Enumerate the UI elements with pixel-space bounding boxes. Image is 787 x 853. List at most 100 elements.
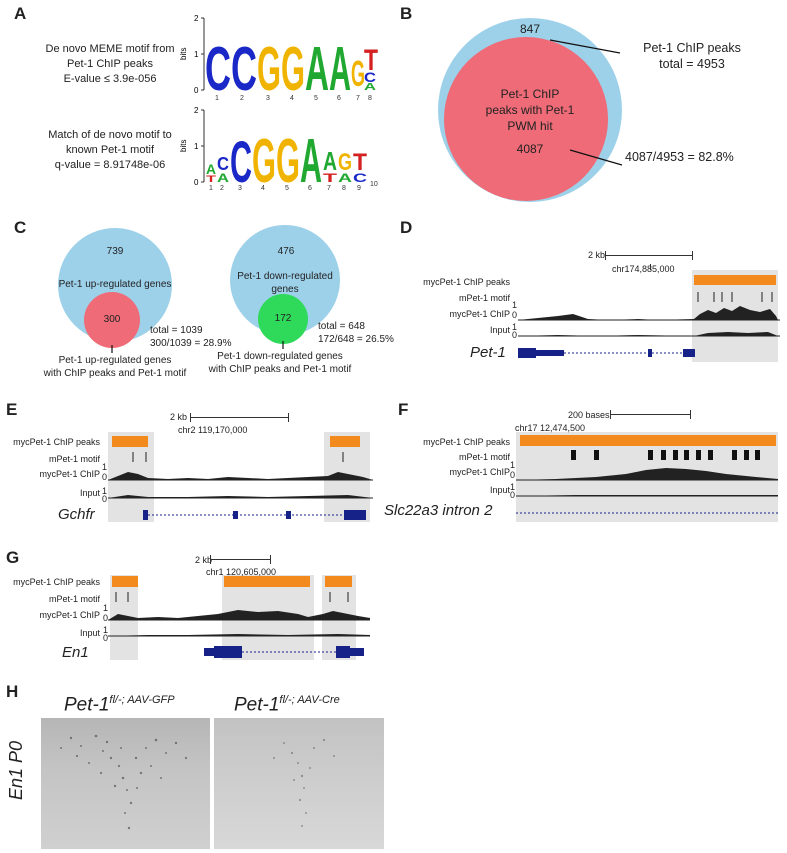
- logo1-desc-line3: E-value ≤ 3.9e-056: [63, 73, 157, 85]
- logo1-base-C1: C: [205, 35, 231, 104]
- coordinate-tick: [650, 264, 651, 270]
- venn-c-down-outer-label-2: genes: [271, 284, 299, 295]
- logo2-ytick-0: 0: [194, 178, 199, 187]
- condition-right-gene: Pet-1: [234, 694, 280, 716]
- logo1-pos: 2: [240, 95, 244, 102]
- logo1-ytick-0: 0: [194, 86, 199, 95]
- logo2-axis-label: bits: [179, 140, 188, 152]
- venn-c-down-outer-label-1: Pet-1 down-regulated: [237, 271, 333, 282]
- scale-1: 1: [510, 482, 516, 492]
- track-label-input: Input: [79, 488, 100, 498]
- track-label-peaks: mycPet-1 ChIP peaks: [13, 577, 100, 587]
- panel-g-label: G: [6, 548, 20, 567]
- venn-b-inner-label-3: PWM hit: [507, 119, 553, 133]
- venn-c-down-caption: Pet-1 down-regulated genes with ChIP pea…: [190, 350, 370, 376]
- logo2-desc-line2: known Pet-1 motif: [65, 144, 155, 156]
- condition-right-sup: fl/-; AAV-Cre: [279, 694, 340, 706]
- condition-left-sup: fl/-; AAV-GFP: [109, 694, 175, 706]
- venn-b-inner-label-1: Pet-1 ChIP: [500, 87, 560, 101]
- panel-e-label: E: [6, 400, 18, 419]
- logo1-pos: 8: [368, 95, 372, 102]
- scale-label: 2 kb: [588, 250, 606, 260]
- chip-peak-bar: [330, 436, 360, 447]
- venn-b-inner-count: 4087: [516, 142, 544, 156]
- logo1-base-C8: C: [364, 69, 376, 85]
- callout-total-line2: total = 4953: [659, 57, 725, 71]
- micrograph-gfp-texture: [60, 734, 188, 830]
- panel-f-label: F: [398, 400, 409, 419]
- venn-c-up-outer-label: Pet-1 up-regulated genes: [58, 279, 172, 290]
- logo2-pos: 3: [238, 185, 242, 190]
- logo2-pos: 7: [327, 185, 331, 190]
- logo2-base: C: [230, 130, 252, 190]
- scale-0: 0: [103, 633, 109, 643]
- condition-left-gene: Pet-1: [64, 694, 110, 716]
- scale-bar: [610, 414, 690, 415]
- panel-b-label: B: [400, 4, 413, 23]
- scale-0: 0: [102, 494, 108, 504]
- scale-bar-tick: [690, 410, 691, 419]
- logo1-ytick-1: 1: [194, 50, 199, 59]
- venn-b-inner-label: Pet-1 ChIP peaks with Pet-1 PWM hit: [455, 86, 605, 134]
- scale-0: 0: [510, 470, 516, 480]
- venn-b: [438, 18, 623, 202]
- venn-c-up-caption: Pet-1 up-regulated genes with ChIP peaks…: [30, 354, 200, 380]
- track-label-chip: mycPet-1 ChIP: [449, 309, 510, 319]
- logo1-pos: 1: [215, 95, 219, 102]
- track-label-input: Input: [489, 485, 510, 495]
- scale-1: 1: [512, 322, 518, 332]
- venn-c-up-percent: 300/1039 = 28.9%: [150, 338, 232, 349]
- scale-1: 1: [510, 460, 516, 470]
- logo1-base-T8: T: [364, 44, 378, 77]
- scale-bar-tick: [270, 555, 271, 564]
- callout-total: Pet-1 ChIP peaks total = 4953: [622, 40, 762, 72]
- track-label-chip: mycPet-1 ChIP: [39, 610, 100, 620]
- track-label-motif: mPet-1 motif: [48, 454, 100, 464]
- side-label: En1 P0: [6, 740, 26, 800]
- scale-0: 0: [512, 310, 518, 320]
- scale-bar-tick: [210, 555, 211, 564]
- venn-c-down-percent: 172/648 = 26.5%: [318, 334, 394, 345]
- chip-peak-bar: [112, 576, 138, 587]
- venn-c-up-inner-count: 300: [103, 314, 121, 325]
- track-label-input: Input: [489, 325, 510, 335]
- scale-label: 2 kb: [195, 555, 213, 565]
- scale-0: 0: [103, 613, 109, 623]
- coordinate-label: chr17 12,474,500: [515, 423, 586, 433]
- logo2-base: A: [206, 161, 216, 177]
- chip-peak-bar: [694, 275, 776, 285]
- callout-line-2: [569, 149, 623, 166]
- micrograph-gfp: [41, 718, 210, 849]
- scale-bar: [190, 417, 288, 418]
- scale-label: 200 bases: [568, 410, 610, 420]
- track-label-motif: mPet-1 motif: [48, 594, 100, 604]
- chip-peak-bar: [520, 435, 776, 446]
- scale-1: 1: [103, 603, 109, 613]
- chip-peak-bar: [224, 576, 310, 587]
- venn-c-up-caption-2: with ChIP peaks and Pet-1 motif: [43, 368, 187, 379]
- track-label-chip: mycPet-1 ChIP: [39, 469, 100, 479]
- logo1-pos: 6: [337, 95, 341, 102]
- logo2-description: Match of de novo motif to known Pet-1 mo…: [20, 128, 200, 173]
- scale-1: 1: [512, 300, 518, 310]
- venn-c-down-outer: [230, 225, 340, 335]
- logo2-pos: 8: [342, 185, 346, 190]
- track-label-peaks: mycPet-1 ChIP peaks: [423, 277, 510, 287]
- logo2-base: G: [252, 127, 276, 190]
- logo2-base: A: [323, 146, 337, 176]
- coordinate-label: chr174,885,000: [612, 264, 675, 274]
- scale-bar-tick: [190, 413, 191, 422]
- logo2-desc-line1: Match of de novo motif to: [48, 129, 172, 141]
- venn-c-down-caption-2: with ChIP peaks and Pet-1 motif: [208, 364, 352, 375]
- scale-0: 0: [102, 472, 108, 482]
- venn-b-inner-circle: [444, 37, 608, 201]
- gene-name: Pet-1: [470, 344, 506, 361]
- track-label-peaks: mycPet-1 ChIP peaks: [423, 437, 510, 447]
- logo1-desc-line1: De novo MEME motif from: [45, 43, 175, 55]
- venn-b-outer-count: 847: [519, 22, 541, 36]
- logo1-base-A8: A: [364, 82, 376, 93]
- logo1-base-A5: A: [305, 35, 329, 104]
- scale-label: 2 kb: [170, 412, 188, 422]
- logo2-pos: 10: [370, 181, 378, 188]
- logo1-pos: 3: [266, 95, 270, 102]
